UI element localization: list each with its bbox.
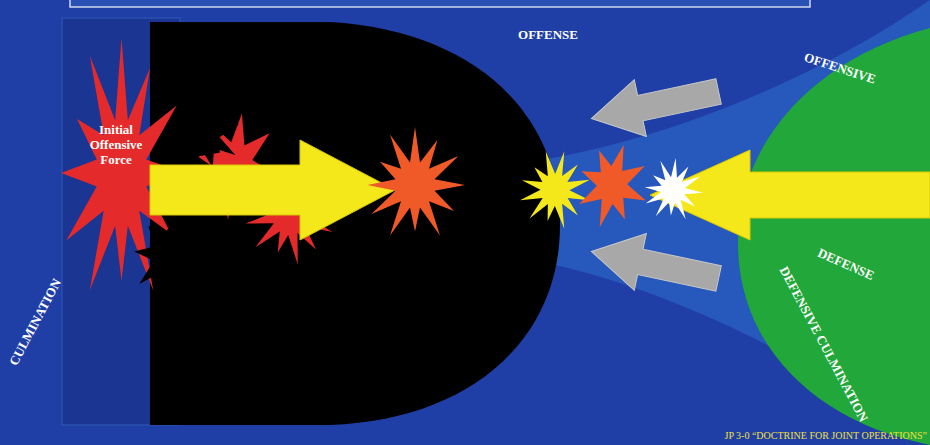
defense-zone-shape [738, 28, 930, 445]
offense-zone-shape [470, 0, 930, 445]
offense-arrow [150, 140, 395, 240]
defense-zone: OFFENSIVEDEFENSEDEFENSIVE CULMINATION [738, 28, 930, 445]
offensive-force-burst-shape [61, 38, 185, 290]
node-label: CULMINATION [6, 276, 64, 368]
frame-edge [70, 0, 810, 7]
source-note: JP 3-0 “DOCTRINE FOR JOINT OPERATIONS” [724, 430, 927, 441]
burst [368, 127, 466, 235]
defense-zone-outline [738, 28, 930, 445]
offensive-force-burst: Initial Offensive Force [58, 38, 185, 308]
offensive-force-burst-outline [58, 38, 185, 308]
node-label: Initial Offensive Force [80, 122, 152, 167]
burst [236, 152, 347, 273]
node-label: OFFENSE [518, 27, 578, 42]
burst [190, 105, 283, 229]
